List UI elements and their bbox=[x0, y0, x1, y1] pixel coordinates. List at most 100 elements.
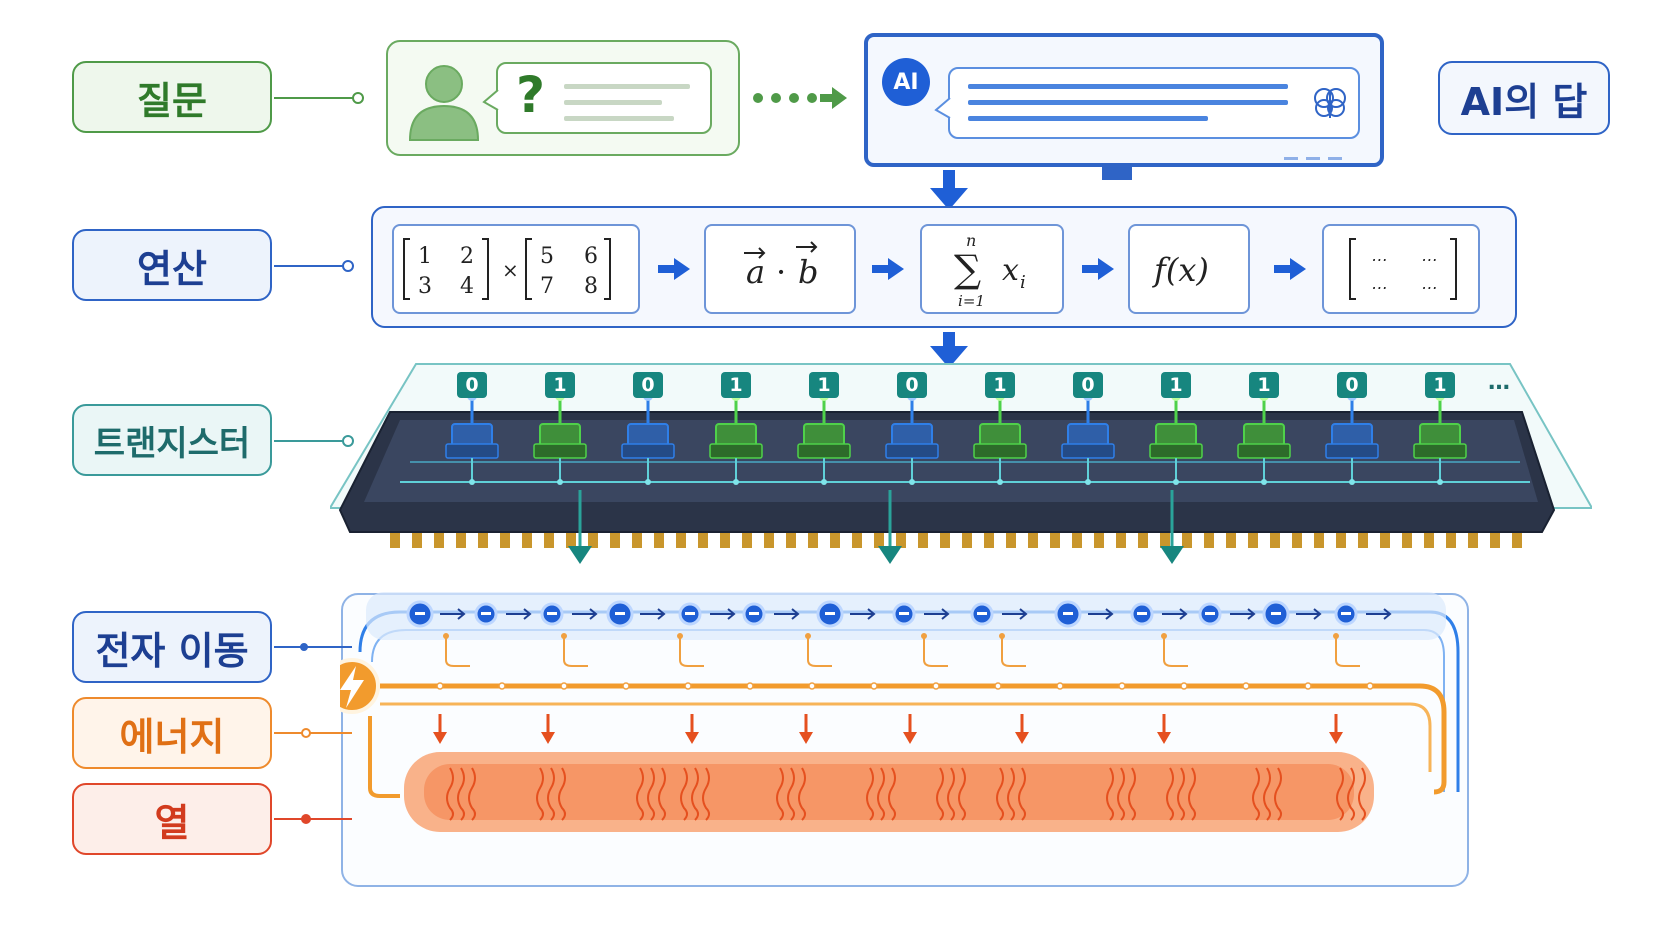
chip-pin bbox=[1072, 530, 1082, 548]
electron-arrow bbox=[1366, 608, 1392, 620]
energy-rail-node bbox=[498, 682, 506, 690]
ai-badge: AI bbox=[882, 58, 930, 106]
chip-pin bbox=[1490, 530, 1500, 548]
heat-wave-icon bbox=[680, 767, 688, 821]
heat-wave-icon bbox=[1188, 767, 1196, 821]
transistor-node bbox=[733, 479, 739, 485]
heat-wave-icon bbox=[702, 767, 710, 821]
dot-product-drawing: a·b bbox=[744, 241, 818, 291]
energy-rail-node bbox=[808, 682, 816, 690]
down-arrow-2 bbox=[930, 332, 968, 368]
transistor-base bbox=[1413, 443, 1467, 459]
electron-sign bbox=[749, 612, 759, 615]
heat-arrow bbox=[903, 732, 917, 744]
svg-text:3: 3 bbox=[418, 274, 432, 299]
heat-wave-icon bbox=[936, 767, 944, 821]
svg-text:f(x): f(x) bbox=[1152, 251, 1209, 289]
heat-arrow bbox=[799, 732, 813, 744]
chip-pin bbox=[390, 530, 400, 548]
svg-text:×: × bbox=[502, 258, 519, 282]
heat-arrow bbox=[1157, 732, 1171, 744]
svg-text:…: … bbox=[1422, 274, 1438, 293]
chip-pin bbox=[588, 530, 598, 548]
electron-sign bbox=[1205, 612, 1215, 615]
electron-arrow bbox=[924, 608, 950, 620]
energy-branch bbox=[1335, 636, 1360, 667]
transistor-node bbox=[1173, 479, 1179, 485]
electron-arrow bbox=[1230, 608, 1256, 620]
heat-wave-icon bbox=[1117, 767, 1125, 821]
chip-pin bbox=[1116, 530, 1126, 548]
chip-pin bbox=[1182, 530, 1192, 548]
electron-arrow bbox=[1162, 608, 1188, 620]
transistor-node bbox=[821, 479, 827, 485]
chip-pin bbox=[1446, 530, 1456, 548]
svg-text:8: 8 bbox=[584, 274, 598, 299]
chip-pin bbox=[1380, 530, 1390, 548]
heat-wave-icon bbox=[446, 767, 454, 821]
heat-wave-icon bbox=[1347, 767, 1355, 821]
chip-pin bbox=[412, 530, 422, 548]
label-connectors bbox=[274, 92, 364, 824]
chip-pin bbox=[896, 530, 906, 548]
chip-pin bbox=[1138, 530, 1148, 548]
transistor-gate bbox=[1331, 423, 1373, 447]
electron-sign bbox=[1341, 612, 1351, 615]
monitor-dashes bbox=[1284, 157, 1342, 160]
label-ai-answer: AI의 답 bbox=[1438, 61, 1610, 135]
svg-text:2: 2 bbox=[460, 244, 474, 269]
svg-text:4: 4 bbox=[460, 274, 474, 299]
electron-arrow bbox=[506, 608, 532, 620]
energy-branch bbox=[445, 636, 470, 667]
heat-wave-icon bbox=[877, 767, 885, 821]
svg-text:x: x bbox=[1002, 253, 1019, 288]
heat-wave-icon bbox=[636, 767, 644, 821]
transistor-base bbox=[533, 443, 587, 459]
down-arrow-1 bbox=[930, 170, 968, 210]
energy-branch bbox=[1163, 636, 1188, 667]
chip-pin bbox=[742, 530, 752, 548]
energy-rail-node bbox=[1118, 682, 1126, 690]
electron-arrow bbox=[640, 608, 666, 620]
energy-rail-node bbox=[1056, 682, 1064, 690]
chip-pin bbox=[874, 530, 884, 548]
formula-summation: n ∑ i=1 x i bbox=[920, 224, 1064, 314]
heat-wave-icon bbox=[468, 767, 476, 821]
energy-rail-node bbox=[622, 682, 630, 690]
transistor-base bbox=[709, 443, 763, 459]
chip-pin bbox=[456, 530, 466, 548]
chip-pin bbox=[962, 530, 972, 548]
lightning-icon bbox=[340, 666, 364, 708]
chip-pin bbox=[1248, 530, 1258, 548]
transistor-gate bbox=[1419, 423, 1461, 447]
heat-wave-icon bbox=[787, 767, 795, 821]
heat-wave-icon bbox=[1128, 767, 1136, 821]
electron-sign bbox=[1271, 612, 1281, 615]
bit-11: 1 bbox=[1425, 372, 1455, 398]
energy-rail-node bbox=[560, 682, 568, 690]
chip-pin bbox=[1006, 530, 1016, 548]
transistor-base bbox=[621, 443, 675, 459]
transistor-gate bbox=[803, 423, 845, 447]
bit-1: 1 bbox=[545, 372, 575, 398]
chip-pin bbox=[1292, 530, 1302, 548]
heat-wave-icon bbox=[658, 767, 666, 821]
heat-wave-icon bbox=[1274, 767, 1282, 821]
chip-pin bbox=[1270, 530, 1280, 548]
heat-wave-icon bbox=[996, 767, 1004, 821]
electron-sign bbox=[615, 612, 625, 615]
transistor-base bbox=[1061, 443, 1115, 459]
energy-branch bbox=[923, 636, 948, 667]
chip-pin bbox=[500, 530, 510, 548]
heat-wave-icon bbox=[798, 767, 806, 821]
formula-dot-product: a·b bbox=[704, 224, 856, 314]
transistor-gate bbox=[715, 423, 757, 447]
transistor-gate bbox=[1067, 423, 1109, 447]
heat-wave-icon bbox=[1177, 767, 1185, 821]
transistor-base bbox=[1237, 443, 1291, 459]
chip-pin bbox=[522, 530, 532, 548]
svg-text:·: · bbox=[776, 253, 786, 291]
energy-rail-left bbox=[368, 716, 400, 798]
electron-arrow bbox=[1088, 608, 1114, 620]
heat-wave-icon bbox=[958, 767, 966, 821]
